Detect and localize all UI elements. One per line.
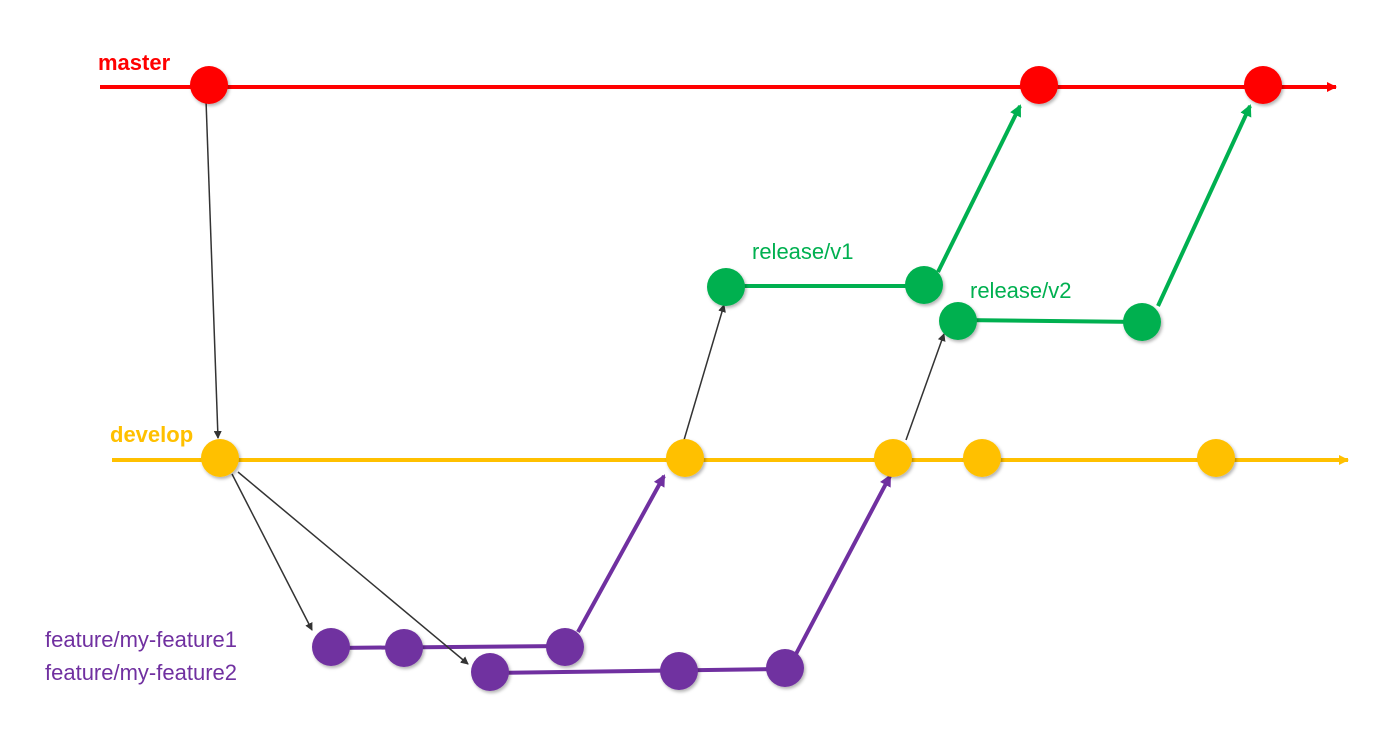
merge-feature2-to-develop	[794, 474, 892, 655]
feature2-commit	[471, 653, 509, 691]
feature2-line	[489, 667, 785, 675]
master-commit	[1020, 66, 1058, 104]
release-v2-label: release/v2	[970, 278, 1072, 303]
release-v1-commit	[905, 266, 943, 304]
develop-commit	[666, 439, 704, 477]
develop-commit	[963, 439, 1001, 477]
develop-commit	[1197, 439, 1235, 477]
master-label: master	[98, 50, 171, 75]
master-commit	[190, 66, 228, 104]
branch-master-to-develop	[205, 99, 222, 439]
feature1-commit	[312, 628, 350, 666]
feature2-commit	[660, 652, 698, 690]
release-v1-label: release/v1	[752, 239, 854, 264]
feature2-label: feature/my-feature2	[45, 660, 237, 685]
feature1-commit	[546, 628, 584, 666]
feature1-commit	[385, 629, 423, 667]
merge-release-v2-to-master	[1156, 104, 1252, 307]
develop-label: develop	[110, 422, 193, 447]
master-commit	[1244, 66, 1282, 104]
release-v2-commit	[939, 302, 977, 340]
feature1-label: feature/my-feature1	[45, 627, 237, 652]
merge-feature1-to-develop	[576, 474, 666, 633]
branch-develop-to-release-v1	[683, 304, 726, 441]
develop-commit	[874, 439, 912, 477]
branch-develop-to-feature2	[237, 471, 469, 665]
branch-develop-to-release-v2	[905, 333, 946, 441]
release-v1-commit	[707, 268, 745, 306]
release-v2-commit	[1123, 303, 1161, 341]
branch-develop-to-feature1	[231, 473, 313, 631]
merge-release-v1-to-master	[936, 104, 1022, 273]
develop-commit	[201, 439, 239, 477]
release-v2-line	[957, 318, 1143, 324]
feature2-commit	[766, 649, 804, 687]
